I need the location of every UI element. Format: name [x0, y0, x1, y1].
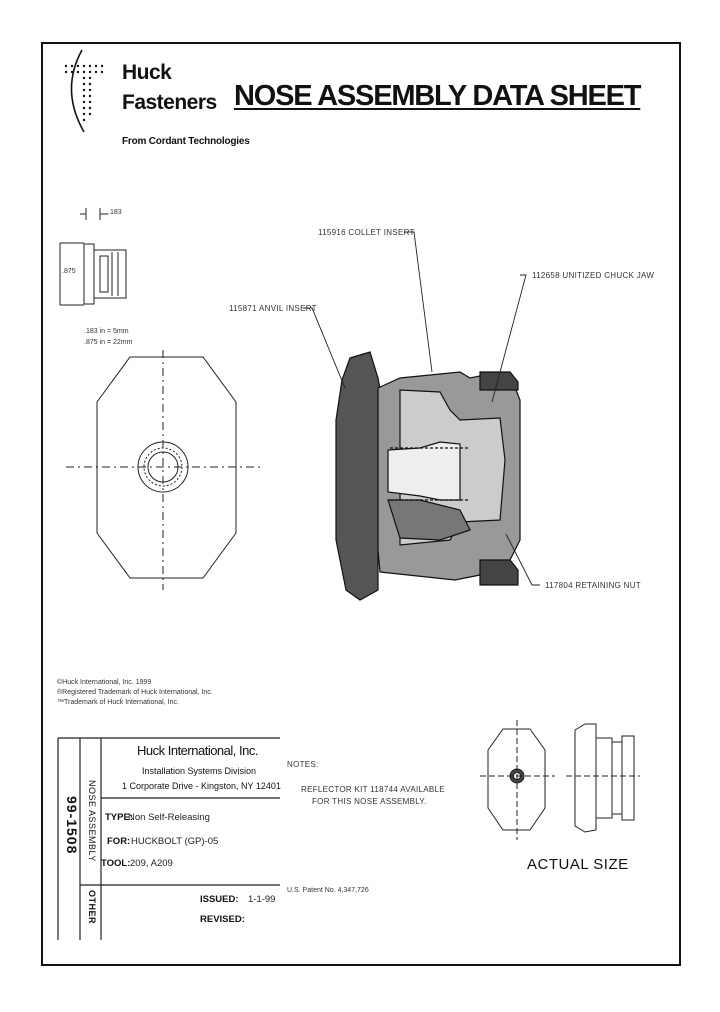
footnote-registered: ®Registered Trademark of Huck Internatio… [57, 689, 213, 696]
logo-line-huck: Huck [122, 61, 172, 84]
for-value: HUCKBOLT (GP)-05 [131, 836, 219, 847]
type-label: TYPE: [105, 812, 133, 823]
actual-size-side [566, 723, 640, 833]
for-label: FOR: [107, 836, 131, 847]
actual-size-label: ACTUAL SIZE [527, 856, 629, 873]
document-category: NOSE ASSEMBLY [87, 780, 97, 862]
title-block-lines [57, 737, 280, 940]
patent-number: U.S. Patent No. 4,347,726 [287, 887, 369, 894]
revised-label: REVISED: [200, 914, 245, 925]
footnote-copyright: ©Huck International, Inc. 1999 [57, 679, 152, 686]
conversion-1: .183 in = 5mm [84, 328, 129, 335]
dim-side: .875 [62, 268, 76, 275]
callout-chuck-jaw: 112658 UNITIZED CHUCK JAW [532, 271, 655, 280]
notes-line-2: FOR THIS NOSE ASSEMBLY. [312, 797, 427, 806]
issued-label: ISSUED: [200, 894, 239, 905]
actual-size-front [480, 720, 555, 840]
notes-heading: NOTES: [287, 760, 319, 769]
footnote-trademark: ™Trademark of Huck International, Inc. [57, 699, 179, 706]
issued-value: 1-1-99 [248, 894, 276, 905]
nose-front-view [66, 350, 262, 590]
notes-line-1: REFLECTOR KIT 118744 AVAILABLE [301, 785, 445, 794]
logo-tagline: From Cordant Technologies [122, 136, 250, 147]
page-border [41, 42, 681, 966]
document-other: OTHER [87, 890, 97, 924]
callout-anvil-insert: 115871 ANVIL INSERT [229, 304, 317, 313]
callout-retaining-nut: 117804 RETAINING NUT [545, 581, 641, 590]
type-value: Non Self-Releasing [128, 812, 210, 823]
callout-collet-insert: 115916 COLLET INSERT [318, 228, 415, 237]
pin-detail-sketch [59, 208, 127, 306]
company-name: Huck International, Inc. [137, 743, 258, 758]
document-number: 99-1508 [64, 796, 80, 855]
dim-top: .183 [108, 209, 122, 216]
nose-cross-section [335, 351, 521, 601]
division-name: Installation Systems Division [142, 766, 257, 776]
callout-leaders [303, 231, 540, 586]
company-address: 1 Corporate Drive - Kingston, NY 12401 [122, 781, 281, 791]
conversion-2: .875 in = 22mm [84, 339, 133, 346]
tool-label: TOOL: [101, 858, 131, 869]
logo-line-fasteners: Fasteners [122, 91, 217, 114]
page-title: NOSE ASSEMBLY DATA SHEET [234, 80, 641, 112]
tool-value: 209, A209 [130, 858, 173, 869]
